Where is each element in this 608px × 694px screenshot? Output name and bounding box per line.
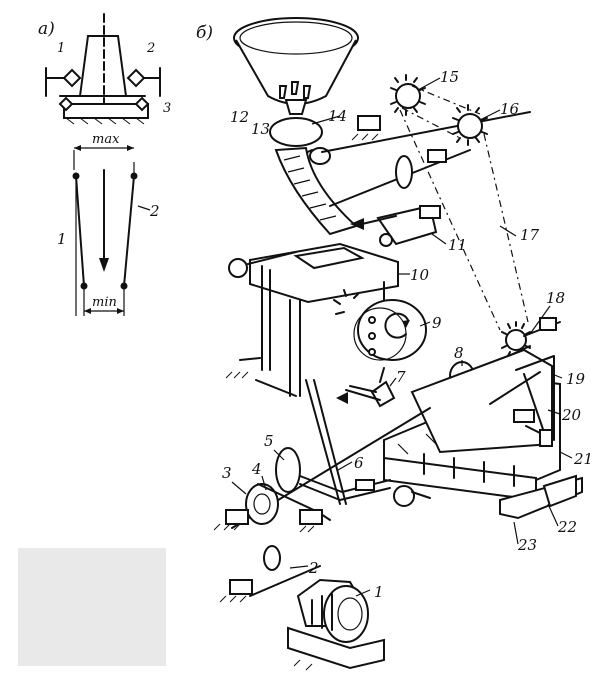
label-b-4: 4 [251, 460, 262, 478]
cup-between-rollers [59, 13, 146, 105]
motor [219, 545, 385, 671]
blurred-caption-area [18, 548, 166, 666]
conveyor [383, 348, 583, 520]
label-a-2: 2 [146, 41, 155, 56]
drum-9 [333, 289, 427, 361]
label-b-10: 10 [410, 266, 430, 284]
dimension-min-label: min [92, 295, 117, 310]
main-shaft [213, 407, 431, 533]
label-b-11: 11 [448, 236, 467, 254]
panel-b: б) [18, 17, 593, 671]
feeder-rotor [269, 111, 531, 165]
dimension-min: min [84, 295, 124, 314]
gear-16 [452, 104, 488, 146]
label-b-21: 21 [573, 450, 593, 468]
label-b-19: 19 [566, 370, 586, 388]
label-b-13: 13 [251, 120, 270, 138]
label-b-6: 6 [354, 454, 364, 472]
label-b-3: 3 [222, 464, 232, 482]
label-a-wall-1: 1 [57, 230, 67, 248]
label-b-18: 18 [546, 289, 565, 307]
taper-walls [72, 150, 138, 316]
dimension-max-label: max [92, 132, 120, 147]
lever-19 [489, 355, 555, 447]
label-b-17: 17 [520, 226, 540, 244]
roller-left [45, 67, 82, 97]
leader-lines [231, 77, 573, 597]
label-b-1: 1 [374, 583, 384, 601]
label-a-1: 1 [57, 41, 65, 56]
label-b-8: 8 [454, 344, 464, 362]
lever-6 [299, 379, 431, 507]
label-b-15: 15 [440, 68, 459, 86]
label-b-20: 20 [561, 406, 582, 424]
dimension-max: max [74, 132, 134, 151]
label-a-wall-2: 2 [149, 202, 160, 220]
label-a-3: 3 [163, 101, 171, 116]
chute [274, 146, 358, 236]
knife-7 [370, 367, 396, 408]
label-b-23: 23 [517, 536, 537, 554]
panel-a: а) 1 [38, 13, 171, 316]
gear-18 [501, 317, 561, 359]
label-b-9: 9 [432, 314, 442, 332]
label-b-14: 14 [328, 107, 347, 125]
base-plate [58, 96, 150, 125]
label-b-12: 12 [230, 108, 249, 126]
label-b-16: 16 [500, 100, 520, 118]
upper-shaft [329, 149, 471, 247]
chain-17 [399, 85, 529, 331]
hopper [233, 17, 359, 115]
label-b-22: 22 [557, 518, 577, 536]
flow-arrow-down [99, 169, 109, 272]
roller-right [126, 67, 161, 97]
gear-15 [390, 74, 426, 116]
label-b-7: 7 [396, 368, 406, 386]
label-b-5: 5 [264, 432, 274, 450]
panel-b-label: б) [196, 23, 213, 43]
press-frame [225, 242, 399, 397]
label-b-2: 2 [308, 559, 319, 577]
panel-a-label: а) [38, 19, 55, 39]
